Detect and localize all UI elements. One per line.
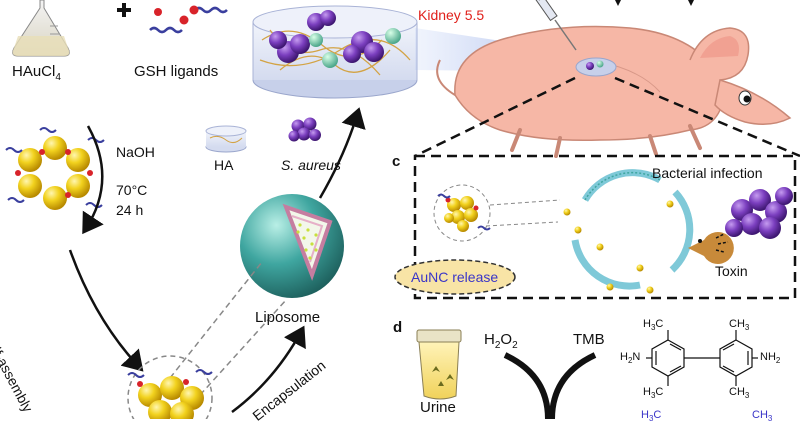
naoh-label: NaOH [116, 144, 155, 160]
reaction-curve-right [549, 352, 597, 419]
gsh-ligand-icons [149, 5, 228, 34]
bacteria-cluster [725, 187, 793, 239]
tmb-ch3-top-right: CH3 [729, 318, 750, 333]
time-label: 24 h [116, 202, 144, 218]
urine-cup-icon [416, 329, 462, 400]
panel-d-letter: d [393, 319, 403, 336]
h2o2-label: H2O2 [484, 331, 518, 351]
panel-c-frame [413, 154, 797, 300]
tmb-ch3-bottom-right: CH3 [729, 386, 750, 401]
tmb-label: TMB [573, 331, 605, 348]
plus-icon [117, 3, 131, 17]
toxin-pacman-icon [688, 232, 734, 264]
gsh-label: GSH ligands [134, 63, 219, 80]
infection-label: Bacterial infection [652, 165, 763, 181]
arrow-self-assembly [68, 249, 144, 372]
tmb-h3c-bottom-left: H3C [643, 386, 664, 401]
reaction-curve-left [503, 352, 551, 419]
tmb-nh2-right: NH2 [760, 351, 781, 366]
aunc-cluster-bottom [127, 355, 213, 419]
aunc-release-label: AuNC release [411, 269, 499, 285]
hydrogel-dish [252, 5, 418, 99]
tmb-structure [646, 330, 758, 386]
s-aureus-legend-label: S. aureus [281, 157, 341, 173]
tmb-h2n-left: H2N [620, 351, 641, 366]
ha-legend-label: HA [214, 157, 234, 173]
gold-ring-cluster [5, 127, 105, 210]
urine-label: Urine [420, 399, 456, 416]
liposome-membrane [563, 169, 694, 294]
liposome-label: Liposome [255, 309, 321, 326]
oxtmb-ch3-cut: CH3 [752, 409, 773, 424]
toxin-label: Toxin [715, 263, 748, 279]
arrow-encapsulation [231, 325, 306, 414]
syringe-icon [533, 0, 577, 51]
arrow-naoh [82, 125, 104, 235]
flask-icon [12, 0, 70, 57]
s-aureus-legend-icon [288, 117, 321, 142]
arrow-to-dish [318, 107, 366, 199]
mouse-illustration [436, 25, 792, 158]
aunc-cluster-small [433, 184, 561, 242]
liposome-sphere [240, 194, 344, 298]
aunc-release-badge [394, 259, 516, 295]
panel-c-letter: c [392, 153, 401, 170]
oxtmb-h3c-cut: H3C [641, 409, 662, 424]
tmb-h3c-top-left: H3C [643, 318, 664, 333]
temperature-label: 70°C [116, 182, 148, 198]
kidney-label: Kidney 5.5 [418, 7, 485, 23]
hauc-label: HAuCl4 [12, 63, 61, 83]
ha-legend-icon [205, 125, 247, 153]
